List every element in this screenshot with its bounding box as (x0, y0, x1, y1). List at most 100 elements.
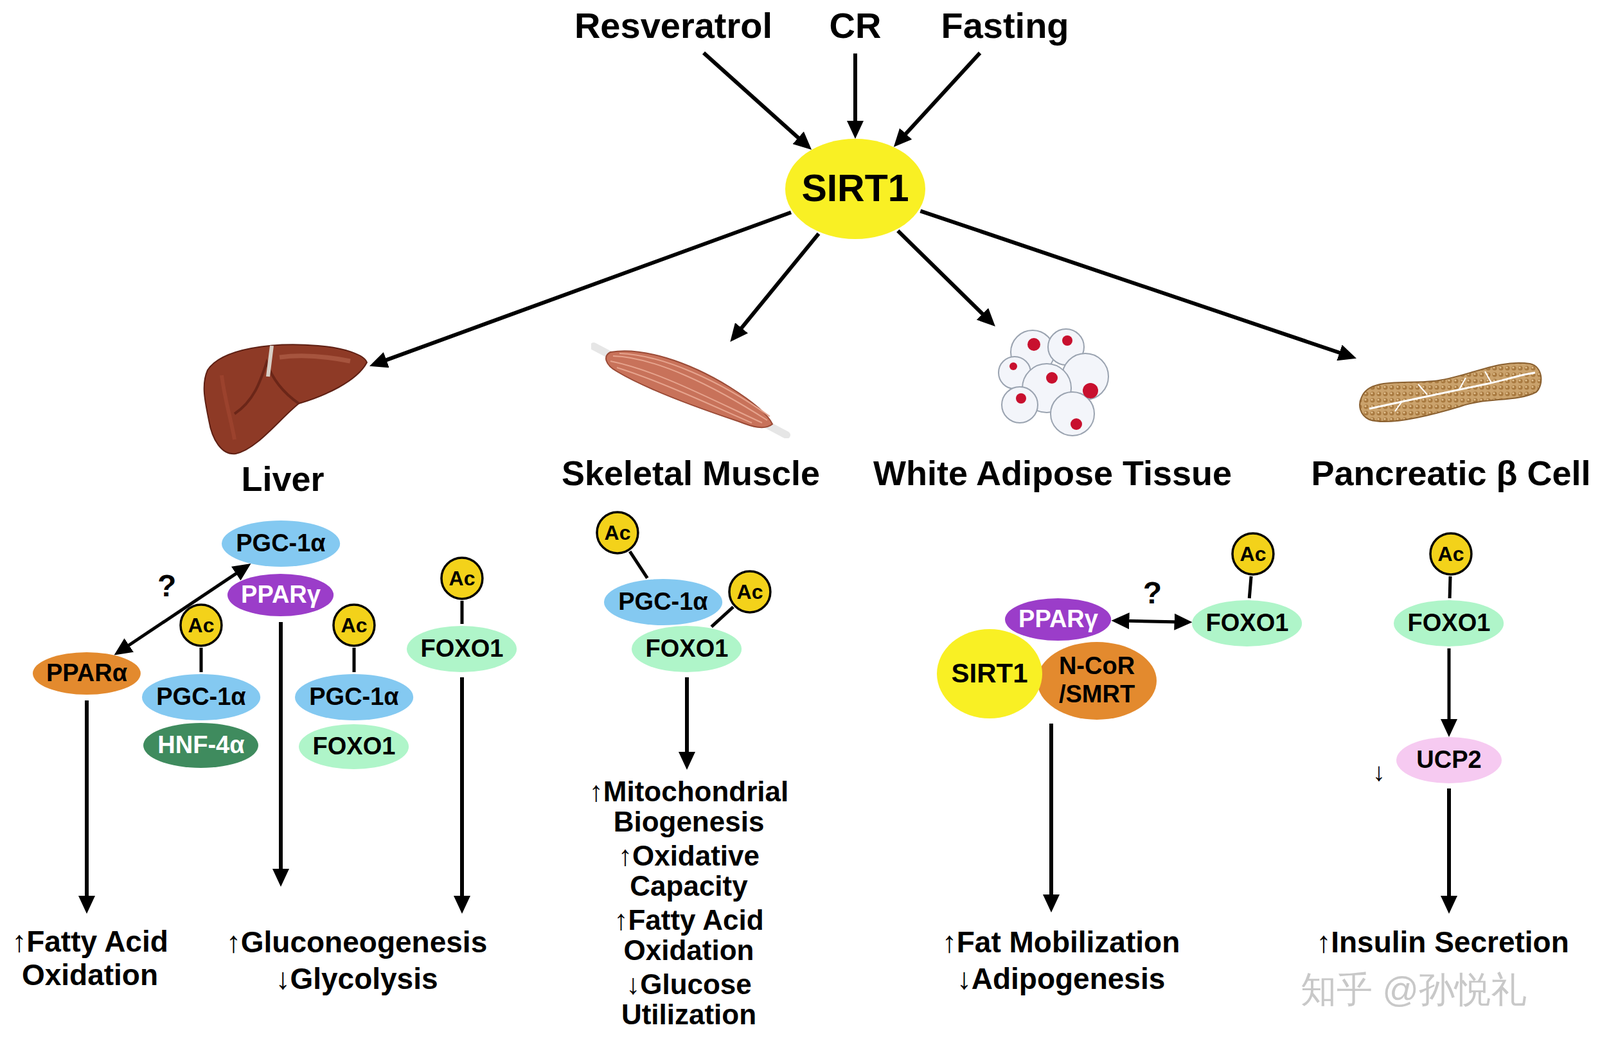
node-label: FOXO1 (1206, 609, 1289, 638)
outcome-box: ↑Insulin Secretion (1315, 925, 1570, 960)
molecule-ellipse: PGC-1α (293, 672, 415, 722)
organ-figure: White Adipose Tissue (870, 326, 1236, 493)
node-label: FOXO1 (1407, 609, 1491, 638)
node-label: N-CoR /SMRT (1053, 652, 1141, 709)
molecule-ellipse: SIRT1 (783, 137, 927, 241)
flow-arrow (684, 677, 689, 759)
acetyl-label: Ac (1438, 542, 1465, 567)
edge-label: ? (1143, 575, 1162, 611)
flow-arrow (278, 622, 283, 876)
node-label: Resveratrol (574, 5, 773, 47)
outcome-label: ↑Oxidative Capacity (569, 840, 808, 901)
connector (1447, 648, 1451, 726)
outcome-box: ↑Fatty Acid Oxidation (0, 925, 180, 992)
outcome-box: ↓Adipogenesis (956, 961, 1166, 996)
flow-arrow (84, 700, 89, 903)
acetyl-link (629, 551, 648, 578)
molecule-ellipse: PPARγ (226, 572, 335, 618)
outcome-label: ↓ (1372, 756, 1386, 787)
outcome-label: ↑Mitochondrial Biogenesis (569, 776, 808, 837)
node-label: FOXO1 (645, 634, 729, 664)
acetyl-circle: Ac (179, 603, 223, 648)
outcome-label: ↑Fat Mobilization (942, 925, 1181, 960)
acetyl-label: Ac (341, 613, 368, 638)
node-label: FOXO1 (312, 732, 396, 761)
organ-heading: Pancreatic β Cell (1310, 453, 1591, 493)
node-label: FOXO1 (420, 634, 504, 664)
acetyl-link (352, 647, 356, 673)
node-label: PPARα (46, 659, 128, 688)
connector (703, 52, 804, 143)
connector (853, 53, 858, 128)
organ-heading: Liver (240, 458, 324, 499)
molecule-ellipse: PGC-1α (220, 519, 342, 569)
outcome-label: ↓Glycolysis (275, 961, 438, 996)
acetyl-circle: Ac (1429, 532, 1473, 576)
outcome-box: ↓ (1372, 756, 1386, 787)
acetyl-label: Ac (737, 580, 764, 605)
acetyl-circle: Ac (595, 510, 640, 555)
acetyl-label: Ac (604, 521, 632, 545)
watermark: 知乎 @孙悦礼 (1300, 968, 1527, 1011)
acetyl-link (460, 600, 464, 624)
organ-heading: White Adipose Tissue (873, 453, 1232, 493)
molecule-ellipse: PPARγ (1003, 596, 1113, 642)
acetyl-circle: Ac (440, 556, 484, 601)
node-label: SIRT1 (951, 657, 1028, 689)
node-label: PGC-1α (618, 587, 709, 617)
molecule-ellipse: FOXO1 (630, 624, 743, 674)
molecule-ellipse: FOXO1 (1392, 598, 1505, 648)
outcome-label: ↓Adipogenesis (956, 961, 1166, 996)
connector (123, 569, 241, 649)
node-label: HNF-4α (157, 731, 245, 760)
connector (920, 210, 1346, 355)
node-label: Fasting (940, 5, 1069, 47)
outcome-label: ↑Insulin Secretion (1315, 925, 1570, 960)
molecule-ellipse: N-CoR /SMRT (1035, 640, 1158, 721)
connector (897, 230, 987, 319)
acetyl-link (1448, 576, 1453, 599)
molecule-ellipse: FOXO1 (297, 722, 410, 771)
acetyl-label: Ac (449, 566, 476, 591)
connector (1122, 620, 1181, 623)
edge-label-box: ? (157, 568, 177, 604)
molecule-ellipse: PGC-1α (602, 577, 724, 627)
molecule-ellipse: SIRT1 (935, 627, 1044, 720)
node-label: PPARγ (240, 580, 321, 610)
outcome-label: ↑Gluconeogenesis (226, 925, 488, 960)
outcome-box: ↑Gluconeogenesis (226, 925, 488, 960)
outcome-box: ↑Fat Mobilization (942, 925, 1181, 960)
acetyl-circle: Ac (728, 569, 772, 614)
acetyl-label: Ac (1240, 542, 1267, 567)
outcome-label: ↑Fatty Acid Oxidation (569, 904, 808, 966)
molecule-ellipse: UCP2 (1395, 735, 1503, 785)
acetyl-circle: Ac (332, 603, 376, 648)
outcome-label: ↓Glucose Utilization (569, 968, 808, 1030)
molecule-ellipse: HNF-4α (142, 721, 260, 770)
node-label: PPARγ (1018, 605, 1099, 634)
organ-illustration (195, 336, 370, 459)
node-label: SIRT1 (801, 167, 909, 211)
organ-illustration (1356, 352, 1546, 429)
input-text-node: Fasting (936, 2, 1073, 49)
node-label: UCP2 (1416, 746, 1482, 775)
organ-heading: Skeletal Muscle (561, 453, 820, 493)
molecule-ellipse: PGC-1α (140, 672, 262, 722)
organ-figure: Pancreatic β Cell (1307, 352, 1594, 493)
outcome-box: ↓Glycolysis (275, 961, 438, 996)
node-label: PGC-1α (309, 683, 400, 712)
input-text-node: CR (825, 2, 886, 49)
flow-arrow (1049, 723, 1054, 901)
acetyl-link (199, 647, 203, 673)
organ-illustration (591, 341, 791, 439)
molecule-ellipse: PPARα (31, 650, 143, 696)
watermark-box: 知乎 @孙悦礼 (1300, 968, 1527, 1011)
node-label: CR (829, 5, 882, 47)
molecule-ellipse: FOXO1 (405, 624, 518, 674)
molecule-ellipse: FOXO1 (1190, 598, 1304, 648)
node-label: PGC-1α (235, 529, 326, 558)
flow-arrow (1447, 788, 1451, 903)
outcome-box: ↑Mitochondrial Biogenesis (569, 776, 808, 837)
connector (380, 212, 792, 362)
